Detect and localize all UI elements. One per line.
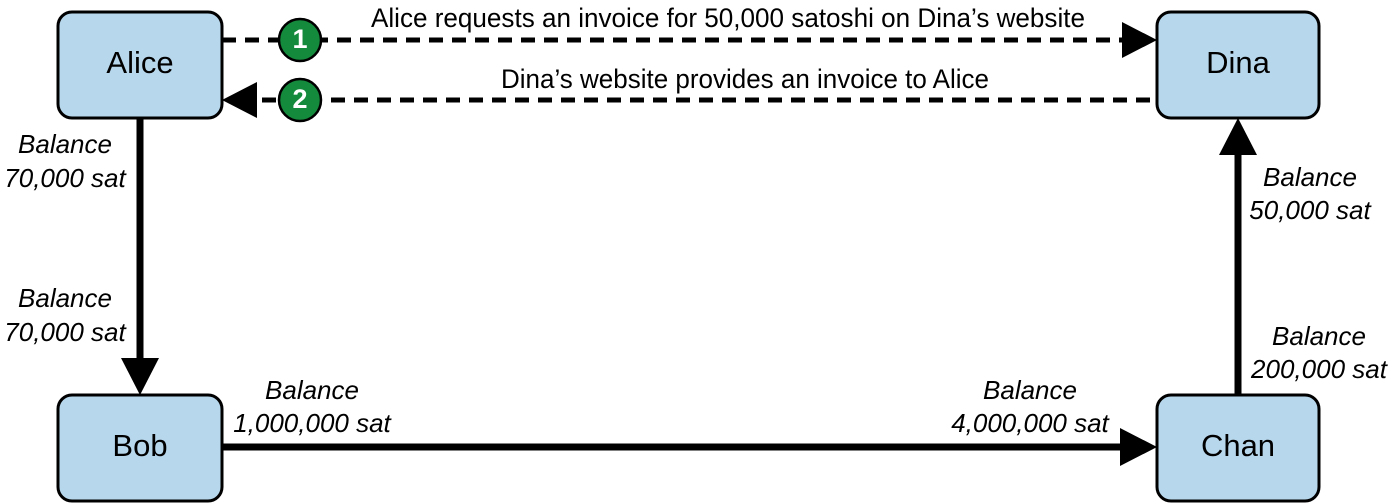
balance-bob-side-c-amount: 1,000,000 sat [233, 408, 392, 438]
balance-alice-side-label: Balance [18, 129, 112, 159]
response-arrowhead [222, 82, 257, 118]
bob-chan-arrowhead [1120, 428, 1157, 466]
balance-chan-side-b-amount: 4,000,000 sat [951, 408, 1110, 438]
node-chan-label: Chan [1201, 428, 1275, 463]
alice-bob-arrowhead [121, 358, 159, 395]
balance-alice-side-amount: 70,000 sat [4, 163, 127, 193]
balance-dina-side-label: Balance [1263, 162, 1357, 192]
node-alice: Alice [56, 10, 224, 120]
balance-chan-side-d-amount: 200,000 sat [1250, 354, 1389, 384]
node-bob: Bob [56, 393, 224, 503]
balance-chan-side-b-label: Balance [983, 375, 1077, 405]
node-alice-label: Alice [106, 45, 173, 80]
step-1-number: 1 [292, 24, 307, 54]
step-2-number: 2 [292, 84, 307, 114]
balance-bob-side-a-amount: 70,000 sat [4, 317, 127, 347]
chan-dina-arrowhead [1219, 118, 1257, 155]
balance-dina-side-amount: 50,000 sat [1249, 195, 1372, 225]
step-2-badge: 2 [277, 77, 323, 123]
step-2-message: Dina’s website provides an invoice to Al… [501, 64, 989, 94]
balance-bob-side-c-label: Balance [265, 375, 359, 405]
node-dina: Dina [1155, 10, 1321, 120]
request-arrowhead [1122, 22, 1157, 58]
balance-chan-side-d-label: Balance [1272, 321, 1366, 351]
step-1-badge: 1 [277, 17, 323, 63]
node-bob-label: Bob [112, 428, 167, 463]
balance-bob-side-a-label: Balance [18, 283, 112, 313]
node-chan: Chan [1155, 393, 1321, 503]
step-1-message: Alice requests an invoice for 50,000 sat… [371, 3, 1085, 33]
node-dina-label: Dina [1206, 45, 1271, 80]
